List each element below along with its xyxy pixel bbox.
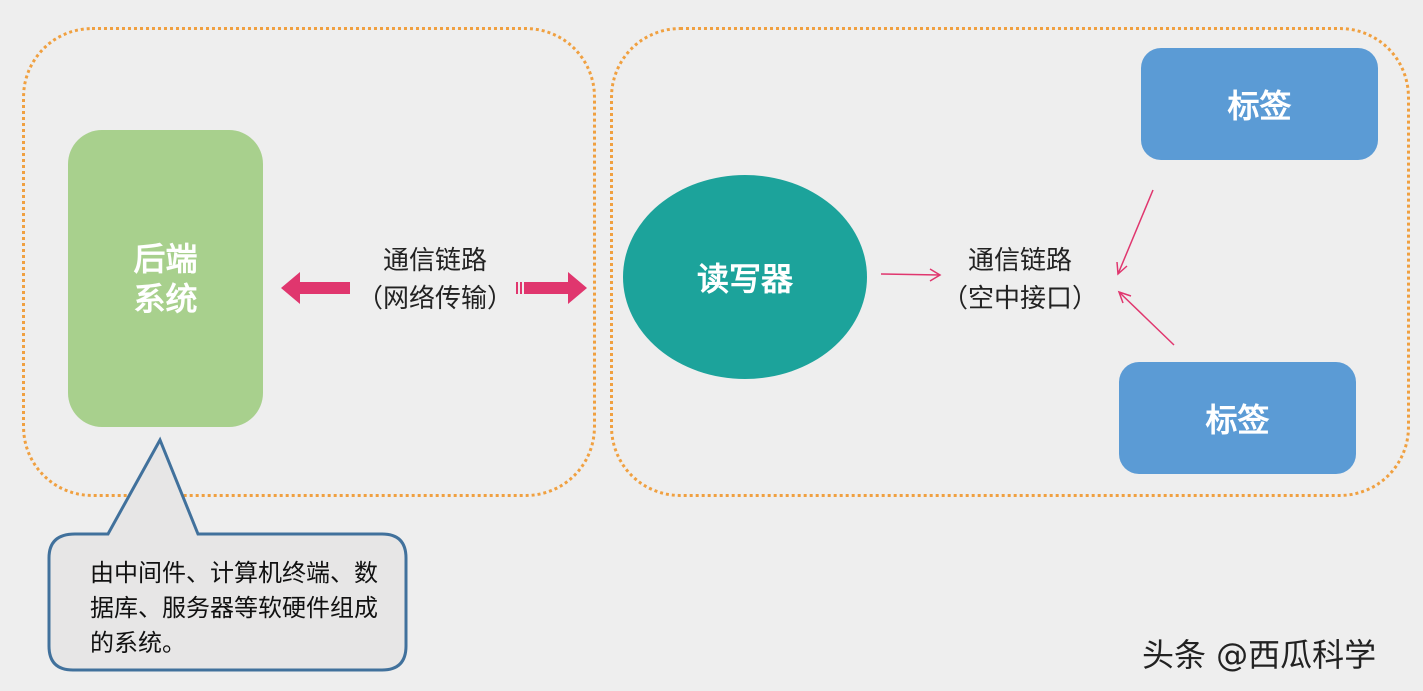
network-arrow-right xyxy=(516,272,587,304)
air-link-line1: 通信链路 xyxy=(967,246,1072,276)
air-arrow-from-bottom-tag xyxy=(1117,290,1175,346)
rfid-group-frame xyxy=(610,27,1410,497)
tag-label: 标签 xyxy=(1205,401,1270,439)
network-link-label: 通信链路 （网络传输） xyxy=(340,242,530,318)
tag-node-bottom: 标签 xyxy=(1119,362,1356,474)
reader-label: 读写器 xyxy=(696,260,793,298)
callout-text: 由中间件、计算机终端、数据库、服务器等软硬件组成的系统。 xyxy=(90,559,378,657)
network-link-line2: （网络传输） xyxy=(356,284,513,314)
air-arrow-from-top-tag xyxy=(1116,189,1154,276)
air-link-line2: （空中接口） xyxy=(941,284,1098,314)
watermark: 头条 @西瓜科学 xyxy=(1142,636,1377,674)
backend-label-line2: 系统 xyxy=(133,279,198,318)
reader-node: 读写器 xyxy=(623,175,867,379)
air-arrow-to-reader xyxy=(880,268,942,282)
backend-group-frame xyxy=(22,27,596,497)
air-link-label: 通信链路 （空中接口） xyxy=(925,242,1115,318)
network-arrow-left xyxy=(281,272,350,304)
network-link-line1: 通信链路 xyxy=(382,246,487,276)
tag-label: 标签 xyxy=(1227,87,1292,125)
callout-shape xyxy=(47,436,408,672)
tag-node-top: 标签 xyxy=(1141,48,1378,160)
backend-system-node: 后端 系统 xyxy=(68,130,263,427)
backend-label-line1: 后端 xyxy=(133,239,198,278)
